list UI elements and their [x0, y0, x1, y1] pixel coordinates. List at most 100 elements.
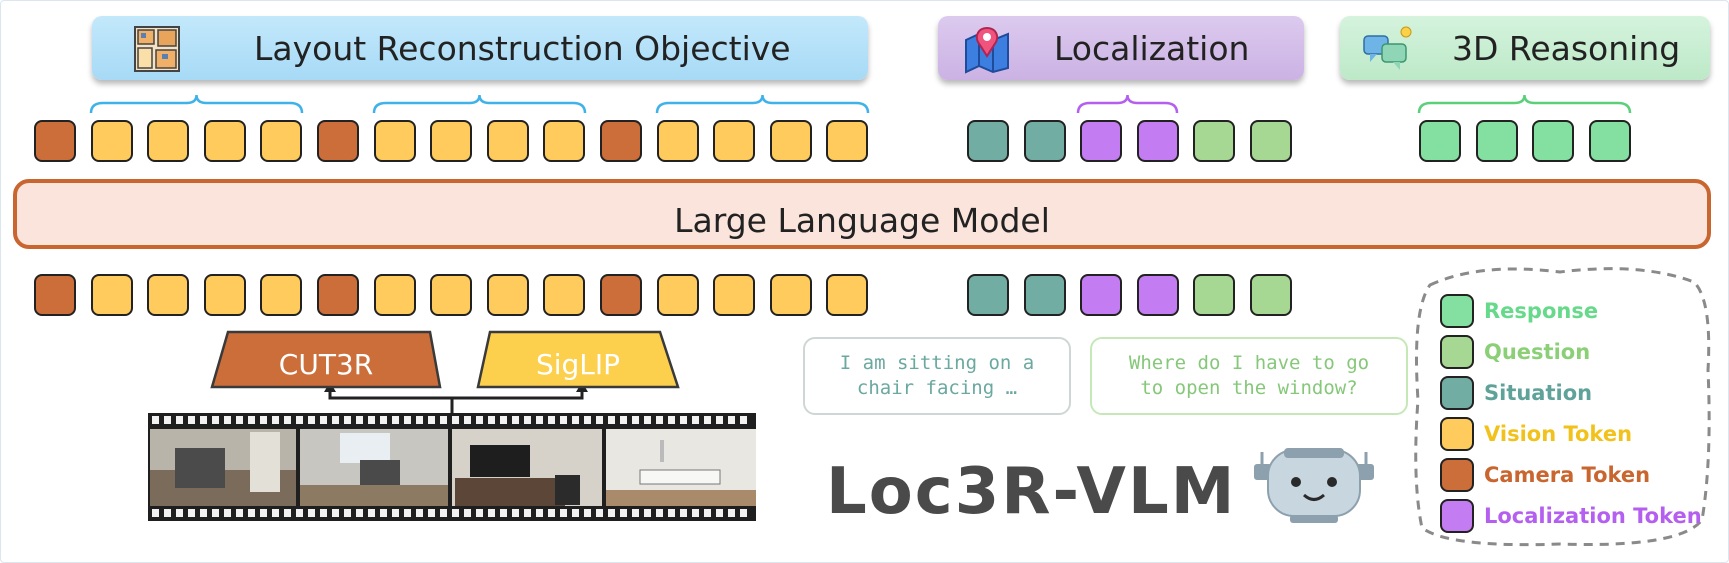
- film-sprocket: [416, 416, 423, 424]
- legend-swatch: [1440, 417, 1474, 451]
- film-sprocket: [188, 509, 195, 517]
- film-sprocket: [440, 416, 447, 424]
- film-sprocket: [224, 509, 231, 517]
- film-sprocket: [512, 509, 519, 517]
- vision-token: [147, 120, 190, 162]
- legend-label: Camera Token: [1484, 463, 1651, 487]
- brace: [372, 94, 587, 114]
- film-sprocket: [536, 509, 543, 517]
- question-line-1: Where do I have to go: [1128, 352, 1370, 374]
- cut3r-encoder: [210, 330, 442, 389]
- reasoning-header: 3D Reasoning: [1340, 16, 1710, 80]
- film-sprocket: [560, 416, 567, 424]
- braces: [89, 94, 1632, 114]
- film-sprocket: [740, 416, 747, 424]
- film-sprocket: [716, 416, 723, 424]
- film-sprocket: [572, 416, 579, 424]
- legend-box: [1414, 267, 1711, 547]
- vision-token: [769, 120, 812, 162]
- film-sprocket: [284, 509, 291, 517]
- film-sprocket: [632, 509, 639, 517]
- vision-token: [769, 274, 812, 316]
- localization-token: [1080, 120, 1123, 162]
- film-sprocket: [656, 509, 663, 517]
- vision-token: [486, 274, 529, 316]
- camera-token: [317, 120, 359, 162]
- film-sprocket: [584, 509, 591, 517]
- vision-token: [260, 274, 303, 316]
- film-sprocket: [668, 509, 675, 517]
- legend-label: Question: [1484, 340, 1591, 364]
- situation-text-box: I am sitting on a chair facing …: [803, 337, 1071, 415]
- film-sprocket: [740, 509, 747, 517]
- situation-line-1: I am sitting on a: [839, 352, 1035, 374]
- film-sprocket: [440, 509, 447, 517]
- vision-token: [430, 274, 473, 316]
- film-sprocket: [308, 416, 315, 424]
- film-sprocket: [152, 509, 159, 517]
- film-sprocket: [404, 416, 411, 424]
- film-sprocket: [188, 416, 195, 424]
- vision-token: [543, 274, 586, 316]
- film-sprocket: [692, 416, 699, 424]
- film-sprocket: [596, 509, 603, 517]
- vision-token: [373, 120, 416, 162]
- film-sprocket: [404, 509, 411, 517]
- film-sprocket: [212, 509, 219, 517]
- film-sprocket: [392, 509, 399, 517]
- film-sprocket: [728, 416, 735, 424]
- legend-label: Vision Token: [1484, 422, 1633, 446]
- film-sprocket: [200, 416, 207, 424]
- film-sprocket: [728, 509, 735, 517]
- situation-line-2: chair facing …: [856, 377, 1018, 399]
- legend-label: Localization Token: [1484, 504, 1702, 528]
- situation-token: [967, 274, 1009, 316]
- film-sprocket: [272, 509, 279, 517]
- response-token: [1419, 120, 1461, 162]
- film-sprocket: [608, 509, 615, 517]
- film-sprocket: [548, 416, 555, 424]
- vision-token: [90, 120, 133, 162]
- film-sprocket: [320, 416, 327, 424]
- film-sprocket: [356, 416, 363, 424]
- situation-token: [1023, 274, 1066, 316]
- question-token: [1193, 120, 1236, 162]
- brace: [89, 94, 304, 114]
- camera-token: [317, 274, 359, 316]
- film-sprocket: [248, 416, 255, 424]
- film-sprocket: [380, 509, 387, 517]
- vision-token: [203, 274, 246, 316]
- vision-token: [486, 120, 529, 162]
- response-token: [1475, 120, 1518, 162]
- film-sprocket: [380, 416, 387, 424]
- film-sprocket: [548, 509, 555, 517]
- brace: [1076, 94, 1179, 114]
- film-sprocket: [632, 416, 639, 424]
- film-sprocket: [272, 416, 279, 424]
- vision-token: [203, 120, 246, 162]
- vision-token: [826, 120, 869, 162]
- legend-swatch: [1440, 335, 1474, 369]
- siglip-label-wrap: SigLIP: [478, 332, 678, 387]
- vision-token: [260, 120, 303, 162]
- siglip-label: SigLIP: [535, 348, 621, 381]
- vision-token: [90, 274, 133, 316]
- film-sprocket: [176, 416, 183, 424]
- film-sprocket: [260, 509, 267, 517]
- film-sprocket: [488, 416, 495, 424]
- film-sprocket: [368, 509, 375, 517]
- response-token: [1588, 120, 1631, 162]
- vision-token: [147, 274, 190, 316]
- film-sprocket: [320, 509, 327, 517]
- film-sprocket: [464, 416, 471, 424]
- film-sprocket: [704, 416, 711, 424]
- film-sprocket: [344, 509, 351, 517]
- film-sprocket: [620, 416, 627, 424]
- brace: [655, 94, 870, 114]
- llm-block: Large Language Model: [13, 179, 1711, 249]
- film-sprocket: [572, 509, 579, 517]
- film-sprocket: [668, 416, 675, 424]
- localization-token: [1136, 274, 1179, 316]
- vision-token: [430, 120, 473, 162]
- film-sprocket: [476, 416, 483, 424]
